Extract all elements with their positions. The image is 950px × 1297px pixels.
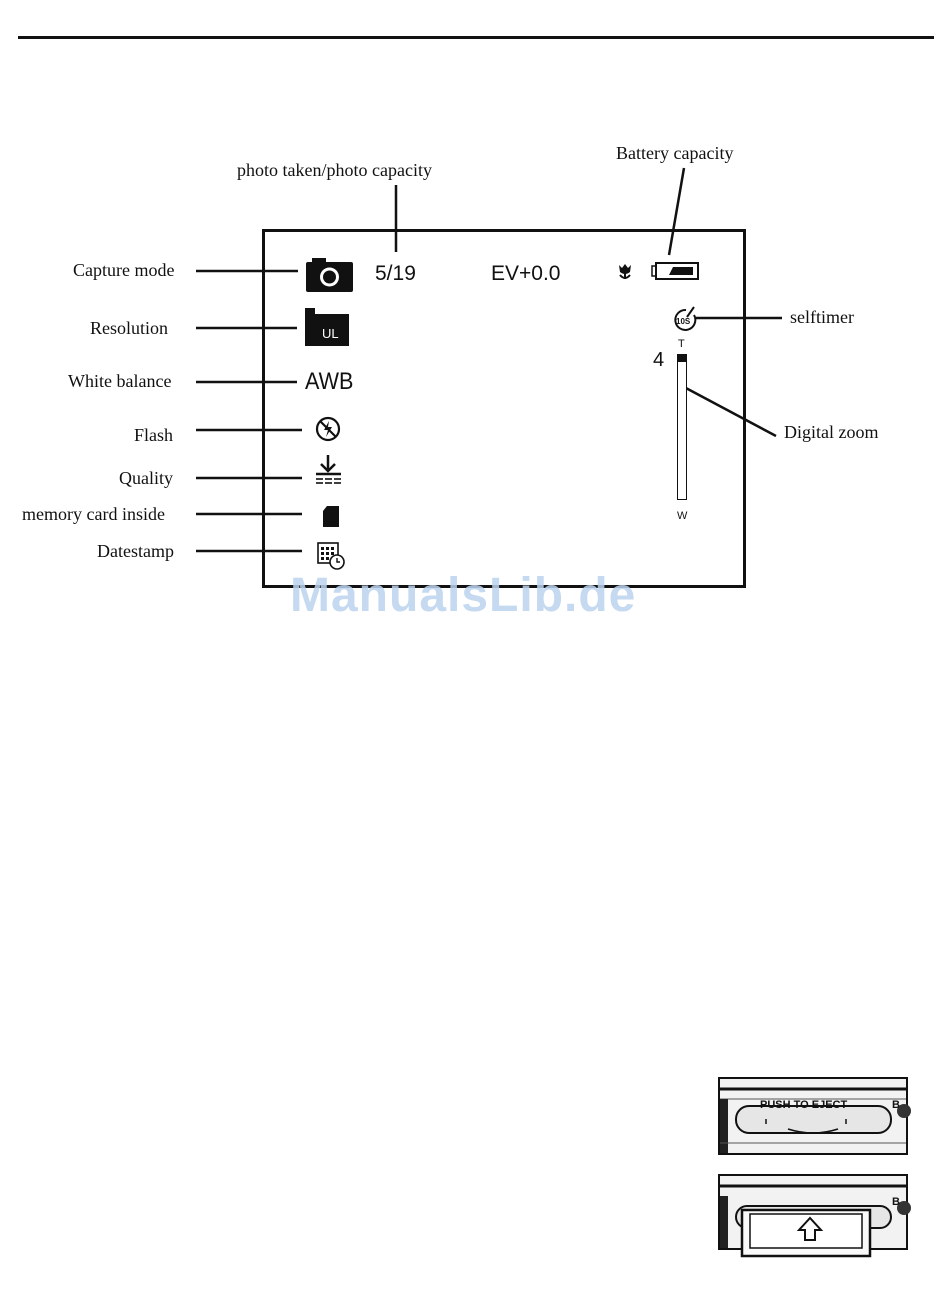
- card-slot-closed-drawing: [718, 1077, 908, 1155]
- resolution-badge: UL: [322, 326, 339, 341]
- zoom-value: 4: [653, 349, 664, 372]
- calendar-clock-icon: [317, 541, 347, 571]
- flash-off-icon: [315, 416, 343, 444]
- zoom-tele-label: T: [678, 338, 685, 350]
- side-mark-bottom: B: [892, 1196, 900, 1208]
- watermark: ManualsLib.de: [290, 568, 636, 623]
- macro-tulip-icon: [617, 263, 633, 281]
- memory-card-icon: [323, 506, 341, 528]
- card-slot-photo-ejected: B: [718, 1174, 908, 1258]
- photo-count: 5/19: [375, 262, 416, 286]
- quality-download-icon: [313, 454, 345, 488]
- zoom-wide-label: W: [677, 510, 687, 522]
- push-to-eject-label: PUSH TO EJECT: [760, 1099, 847, 1111]
- selftimer-badge: 10S: [676, 317, 690, 326]
- battery-icon: [651, 262, 703, 284]
- zoom-bar-fill: [678, 355, 686, 362]
- side-mark-top: B: [892, 1099, 900, 1111]
- card-slot-photo-closed: PUSH TO EJECT B: [718, 1077, 908, 1155]
- white-balance-value: AWB: [305, 368, 353, 396]
- ev-value: EV+0.0: [491, 262, 560, 286]
- card-slot-ejected-drawing: [718, 1174, 908, 1258]
- camera-icon: [306, 256, 356, 292]
- lcd-screen: 5/19 EV+0.0 UL AWB: [262, 229, 746, 588]
- zoom-bar: [677, 354, 687, 500]
